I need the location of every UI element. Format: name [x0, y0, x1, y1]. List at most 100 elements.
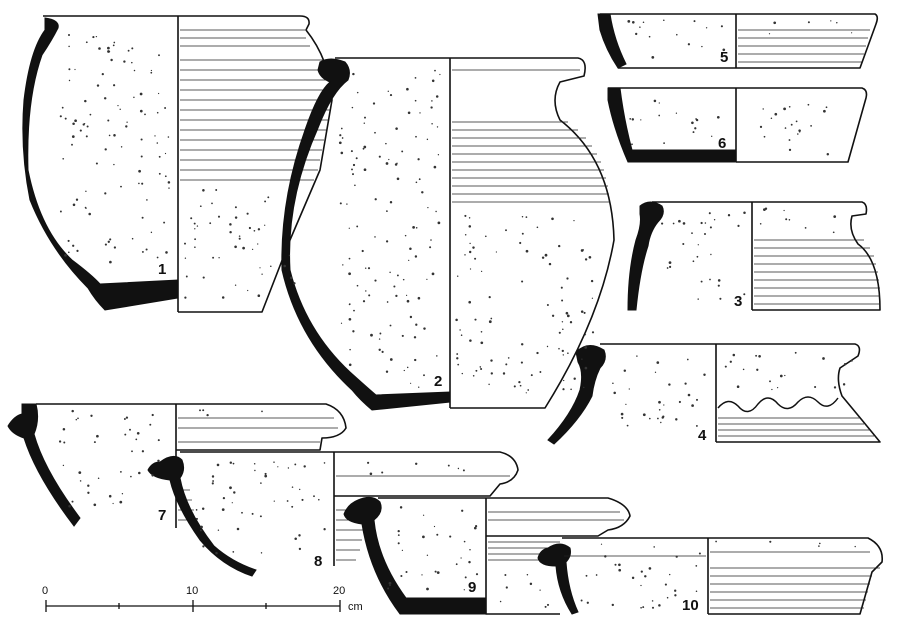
stipple-dot: [89, 113, 92, 116]
stipple-dot: [113, 163, 115, 166]
stipple-dot: [127, 49, 130, 52]
stipple-dot: [785, 218, 788, 221]
stipple-dot: [717, 279, 721, 282]
stipple-dot: [199, 529, 202, 532]
stipple-dot: [530, 374, 533, 377]
stipple-dot: [713, 219, 716, 221]
stipple-dot: [150, 69, 153, 72]
stipple-dot: [75, 418, 78, 421]
stipple-dot: [318, 498, 320, 501]
stipple-dot: [138, 471, 141, 475]
stipple-dot: [86, 125, 89, 128]
stipple-dot: [818, 542, 821, 545]
stipple-dot: [854, 545, 856, 548]
stipple-dot: [199, 205, 202, 208]
stipple-dot: [351, 106, 354, 109]
stipple-dot: [459, 329, 461, 331]
stipple-dot: [288, 254, 291, 257]
stipple-dot: [474, 257, 477, 260]
stipple-dot: [356, 91, 359, 94]
stipple-dot: [518, 380, 521, 384]
stipple-dot: [640, 606, 642, 609]
stipple-dot: [431, 79, 435, 83]
stipple-dot: [469, 339, 472, 342]
stipple-dot: [436, 533, 439, 536]
stipple-dot: [431, 122, 433, 125]
stipple-dot: [570, 388, 572, 391]
stipple-dot: [123, 418, 126, 420]
stipple-dot: [709, 278, 711, 281]
stipple-dot: [185, 275, 188, 278]
stipple-dot: [104, 192, 107, 195]
stipple-dot: [623, 369, 627, 372]
stipple-dot: [464, 254, 466, 256]
scale-unit: cm: [348, 601, 363, 613]
stipple-dot: [397, 529, 400, 533]
stipple-dot: [389, 94, 393, 97]
stipple-dot: [513, 385, 516, 388]
stipple-dot: [286, 500, 289, 502]
stipple-dot: [247, 289, 249, 292]
stipple-dot: [367, 461, 370, 464]
stipple-dot: [393, 285, 396, 288]
stipple-dot: [732, 353, 736, 357]
stipple-dot: [661, 416, 664, 419]
stipple-dot: [461, 509, 464, 512]
stipple-dot: [154, 135, 156, 137]
stipple-dot: [480, 341, 484, 345]
stipple-dot: [502, 372, 506, 375]
stipple-dot: [150, 231, 153, 234]
stipple-dot: [257, 228, 261, 231]
stipple-dot: [241, 511, 243, 514]
stipple-dot: [61, 106, 64, 109]
stipple-dot: [548, 262, 552, 266]
stipple-dot: [146, 199, 148, 201]
stipple-dot: [421, 191, 424, 194]
stipple-dot: [75, 198, 79, 201]
stipple-dot: [407, 111, 411, 115]
stipple-dot: [836, 21, 838, 24]
stipple-dot: [434, 69, 436, 72]
stipple-dot: [456, 275, 459, 277]
stipple-dot: [194, 228, 196, 230]
stipple-dot: [119, 470, 122, 473]
stipple-dot: [340, 151, 344, 155]
stipple-dot: [351, 168, 353, 171]
stipple-dot: [355, 157, 358, 160]
stipple-dot: [342, 264, 344, 266]
stipple-dot: [364, 116, 366, 119]
stipple-dot: [769, 380, 771, 383]
stipple-dot: [129, 428, 131, 431]
stipple-dot: [783, 107, 786, 111]
stipple-dot: [401, 549, 404, 552]
stipple-dot: [138, 169, 141, 173]
stipple-dot: [653, 546, 655, 548]
stipple-dot: [664, 583, 667, 586]
stipple-dot: [352, 72, 355, 76]
stipple-dot: [584, 334, 587, 336]
stipple-dot: [131, 237, 134, 240]
stipple-dot: [525, 249, 529, 253]
stipple-dot: [473, 526, 477, 530]
stipple-dot: [126, 121, 128, 123]
stipple-dot: [521, 215, 524, 218]
stipple-dot: [460, 557, 462, 559]
stipple-dot: [529, 582, 533, 586]
stipple-dot: [348, 363, 352, 367]
stipple-dot: [799, 131, 801, 133]
stipple-dot: [674, 594, 677, 597]
stipple-dot: [389, 358, 393, 361]
vessel-1-number: 1: [158, 261, 166, 278]
stipple-dot: [135, 438, 138, 441]
stipple-dot: [620, 412, 624, 416]
stipple-dot: [584, 366, 588, 370]
stipple-dot: [418, 178, 421, 181]
stipple-dot: [260, 552, 263, 554]
stipple-dot: [387, 587, 390, 590]
stipple-dot: [520, 361, 523, 364]
stipple-dot: [822, 357, 825, 360]
stipple-dot: [426, 278, 428, 281]
stipple-dot: [430, 239, 432, 241]
stipple-dot: [93, 503, 97, 507]
stipple-dot: [695, 118, 697, 120]
